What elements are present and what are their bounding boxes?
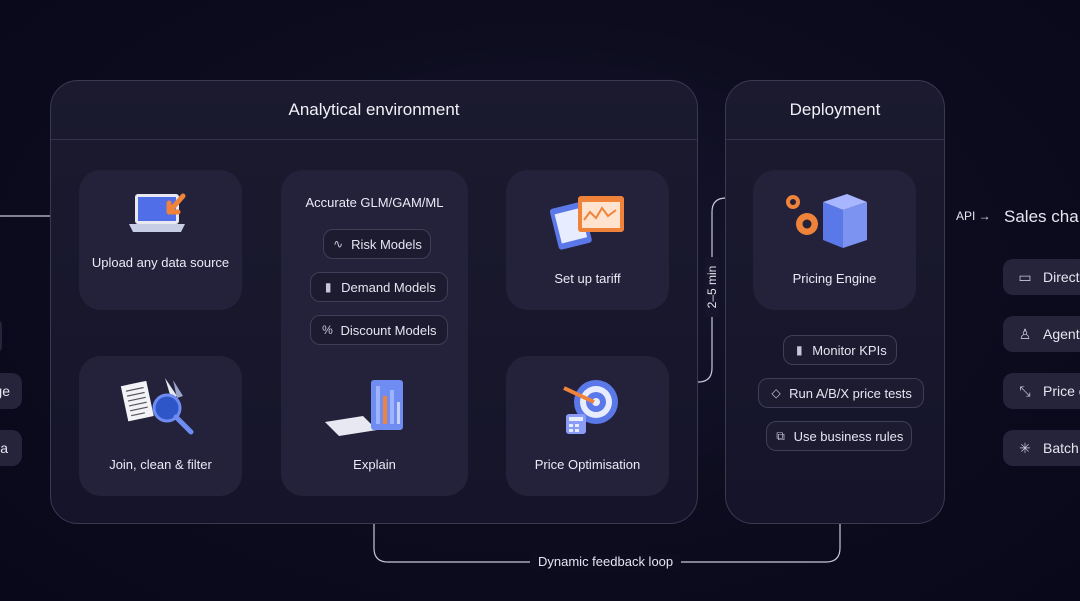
spinner-icon: ✳: [1019, 439, 1031, 456]
clipboard-icon: ▭: [1018, 268, 1032, 285]
card-label: Price Optimisation: [534, 457, 641, 472]
percent-icon: %: [322, 323, 333, 337]
sales-channel-batch[interactable]: ✳ Batch: [1003, 430, 1080, 466]
card-label: Join, clean & filter: [109, 457, 212, 472]
bars-icon: ▮: [324, 280, 332, 294]
deploy-time-label: 2–5 min: [705, 257, 719, 317]
discount-models-pill[interactable]: % Discount Models: [310, 315, 448, 345]
card-label: Upload any data source: [91, 255, 230, 270]
set-up-tariff-card[interactable]: Set up tariff: [506, 170, 669, 310]
price-optimisation-card[interactable]: Price Optimisation: [506, 356, 669, 496]
bars-icon: ▮: [795, 343, 803, 357]
sales-channel-direct[interactable]: ▭ Direct: [1003, 259, 1080, 295]
magnifier-documents-icon: [120, 378, 194, 435]
target-dart-icon: [563, 380, 618, 434]
left-edge-item-1: ge: [0, 373, 22, 409]
rules-icon: ⧉: [776, 428, 785, 443]
left-edge-stub: [0, 320, 2, 352]
left-edge-item-2: a: [0, 430, 22, 466]
pricing-engine-card[interactable]: Pricing Engine: [753, 170, 916, 310]
feedback-loop-label: Dynamic feedback loop: [530, 554, 682, 569]
box-icon: ◇: [771, 386, 781, 400]
sales-channel-price-comparison[interactable]: ⤡ Price c: [1003, 373, 1080, 409]
sales-channel-agent[interactable]: ♙ Agent: [1003, 316, 1080, 352]
card-label: Pricing Engine: [792, 271, 877, 286]
monitor-kpis-pill[interactable]: ▮ Monitor KPIs: [783, 335, 897, 365]
tariff-screens-icon: [550, 196, 624, 250]
api-label: API →: [956, 209, 991, 223]
bar-chart-report-icon: [325, 380, 403, 436]
risk-models-pill[interactable]: ∿ Risk Models: [323, 229, 431, 259]
demand-models-pill[interactable]: ▮ Demand Models: [310, 272, 448, 302]
models-title: Accurate GLM/GAM/ML: [305, 195, 444, 210]
price-tests-pill[interactable]: ◇ Run A/B/X price tests: [758, 378, 924, 408]
panel-title: Analytical environment: [51, 81, 697, 140]
compress-arrows-icon: ⤡: [1019, 382, 1031, 399]
upload-data-card[interactable]: Upload any data source: [79, 170, 242, 310]
explain-label: Explain: [353, 457, 396, 472]
sales-channels-title: Sales cha: [1004, 207, 1079, 226]
join-clean-filter-card[interactable]: Join, clean & filter: [79, 356, 242, 496]
card-label: Set up tariff: [554, 271, 621, 286]
laptop-upload-icon: [129, 193, 186, 232]
panel-title: Deployment: [726, 81, 944, 140]
cube-gears-icon: [786, 194, 867, 248]
person-icon: ♙: [1018, 325, 1032, 342]
pulse-icon: ∿: [333, 237, 344, 251]
business-rules-pill[interactable]: ⧉ Use business rules: [766, 421, 912, 451]
